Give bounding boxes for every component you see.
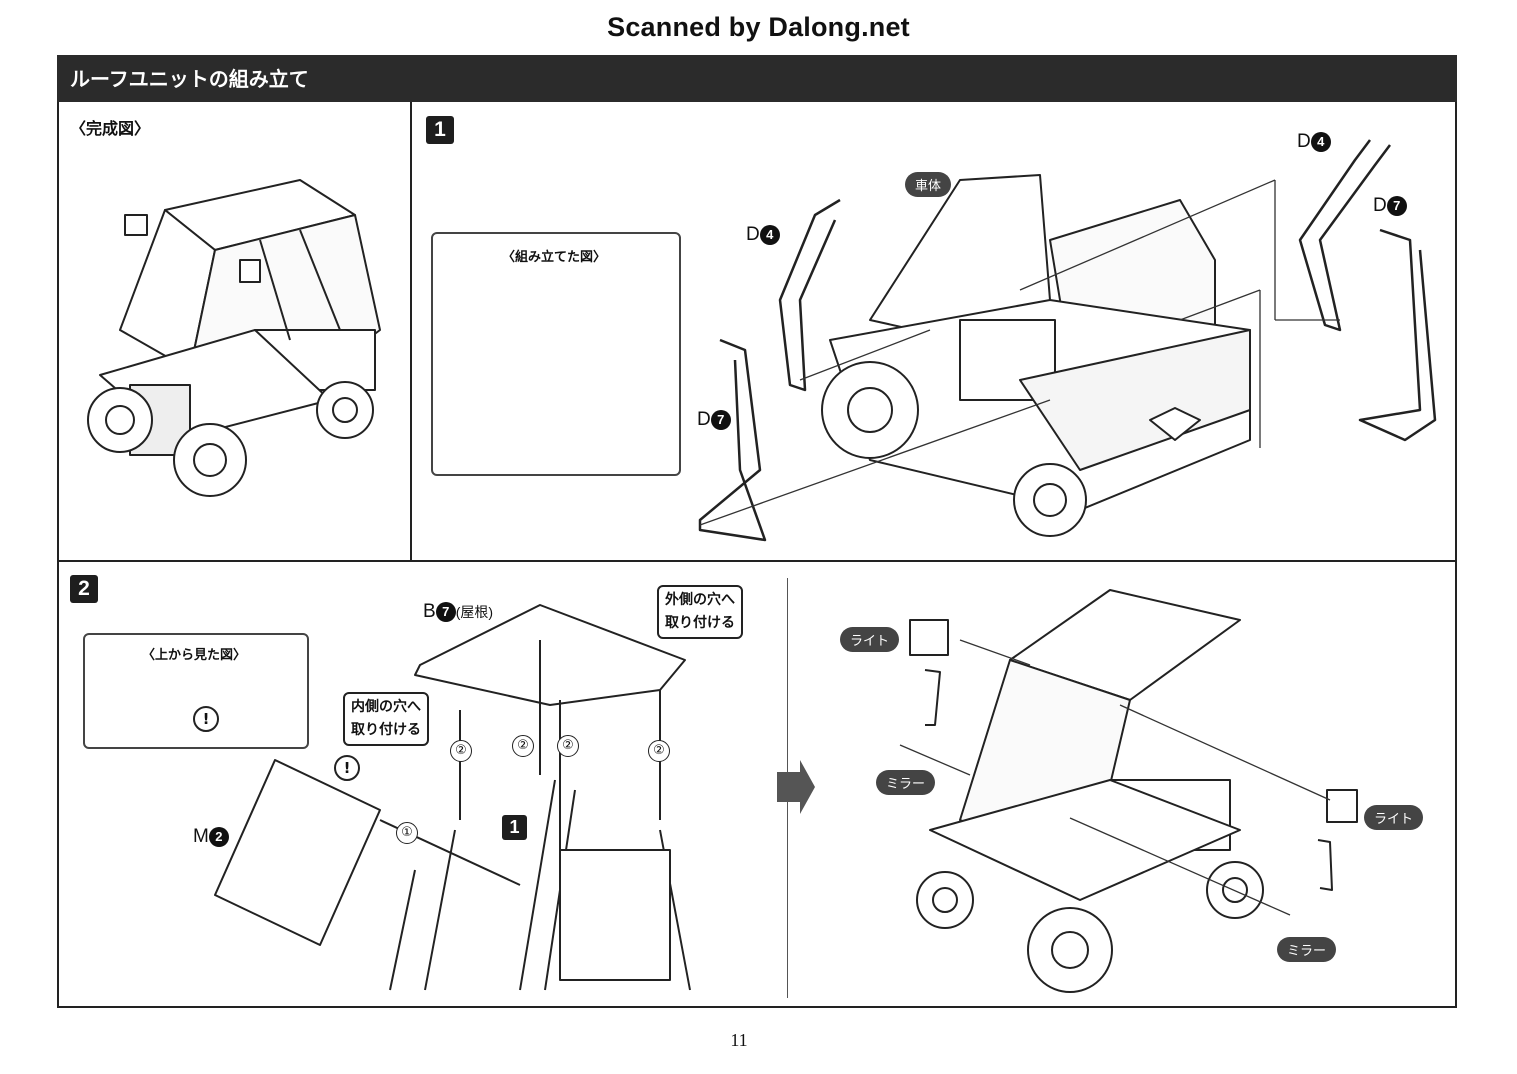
step1-inset-label: 〈組み立てた図〉	[501, 250, 606, 265]
divider-vertical-top	[410, 102, 412, 562]
mirror-tag-right: ミラー	[1277, 937, 1337, 962]
light-tag-right: ライト	[1364, 805, 1424, 830]
section-title: ルーフユニットの組み立て	[70, 67, 309, 91]
step2-inset-label: 〈上から見た図〉	[141, 648, 246, 663]
step-1-reference-badge: 1	[502, 815, 527, 840]
scan-credit: Scanned by Dalong.net	[607, 12, 910, 42]
order-mark-2: ②	[557, 735, 579, 757]
warning-icon: !	[193, 706, 219, 732]
order-mark-2: ②	[450, 740, 472, 762]
step1-vehicle-drawing	[821, 174, 1251, 537]
mirror-tag-left: ミラー	[876, 770, 936, 795]
order-mark-2: ②	[512, 735, 534, 757]
step-arrow-drawing	[777, 760, 815, 814]
order-mark-2: ②	[648, 740, 670, 762]
divider-horizontal	[57, 560, 1457, 562]
step1-assembly-lines	[699, 179, 1340, 526]
light-tag-left: ライト	[840, 627, 900, 652]
section-header	[57, 55, 1457, 102]
body-tag: 車体	[905, 172, 952, 197]
order-mark-1: ①	[396, 822, 418, 844]
page-number: 11	[730, 1030, 748, 1050]
warning-icon: !	[334, 755, 360, 781]
completed-vehicle-drawing	[87, 179, 381, 497]
step2-frame-drawing	[379, 640, 691, 991]
inner-hole-callout: 内側の穴へ取り付ける	[343, 692, 429, 746]
completed-view-label: 〈完成図〉	[70, 119, 151, 138]
step-2-badge: 2	[70, 575, 98, 603]
step2-assembly-lines	[899, 639, 1331, 916]
outer-hole-callout: 外側の穴へ取り付ける	[657, 585, 743, 639]
step2-vehicle-drawing	[909, 589, 1358, 993]
step2-panel-drawing	[214, 759, 381, 946]
step1-inset-box	[431, 232, 681, 476]
step-1-badge: 1	[426, 116, 454, 144]
step2-inset-box	[83, 633, 309, 749]
